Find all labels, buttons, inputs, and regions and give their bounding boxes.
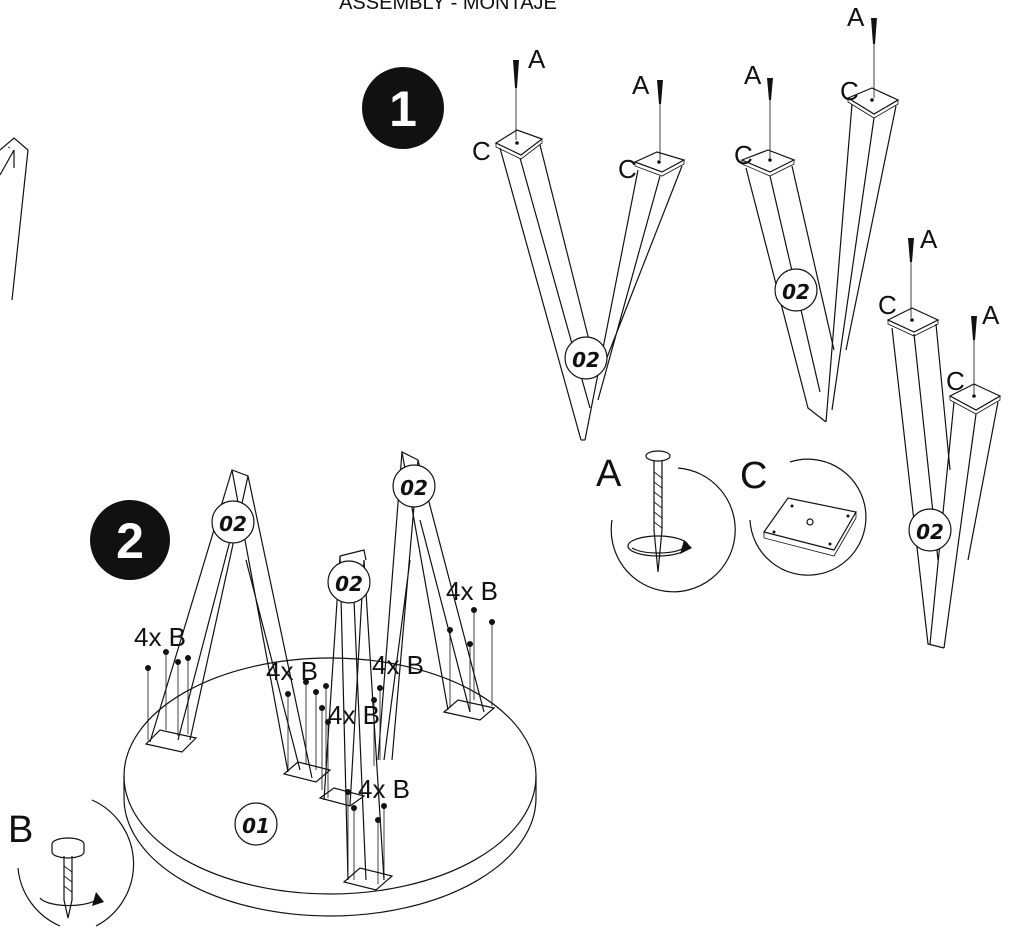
qty-label-b-1: 4x B xyxy=(134,622,186,652)
part-label-02-e: 02 xyxy=(392,464,436,508)
label-c-2: C xyxy=(618,154,637,184)
svg-text:02: 02 xyxy=(916,520,944,544)
label-c-6: C xyxy=(946,366,965,396)
part-label-02-b: 02 xyxy=(774,268,818,312)
qty-label-b-3: 4x B xyxy=(372,650,424,680)
detail-label-c: C xyxy=(740,455,767,497)
svg-text:02: 02 xyxy=(219,512,247,536)
leg-v-middle xyxy=(740,18,900,423)
detail-plate-c xyxy=(749,458,867,576)
label-c-1: C xyxy=(472,136,491,166)
qty-label-b-2: 4x B xyxy=(266,656,318,686)
qty-label-b-4: 4x B xyxy=(328,700,380,730)
qty-label-b-6: 4x B xyxy=(358,774,410,804)
label-c-4: C xyxy=(840,76,859,106)
detail-screw-b xyxy=(17,799,135,927)
svg-text:02: 02 xyxy=(400,476,428,500)
label-a-2: A xyxy=(632,70,650,100)
screws-b xyxy=(145,607,495,884)
leg-v-left xyxy=(494,60,686,441)
label-a-5: A xyxy=(920,224,938,254)
part-label-02-c: 02 xyxy=(908,508,952,552)
step-1-badge: 1 xyxy=(362,67,444,149)
label-a-6: A xyxy=(982,300,1000,330)
svg-text:02: 02 xyxy=(572,348,600,372)
label-a-1: A xyxy=(528,44,546,74)
part-label-01: 01 xyxy=(234,802,278,846)
part-label-02-d: 02 xyxy=(211,500,255,544)
part-label-02-f: 02 xyxy=(327,560,371,604)
label-c-3: C xyxy=(734,140,753,170)
detail-label-a: A xyxy=(596,453,622,495)
assembled-leg-right xyxy=(377,450,496,761)
label-c-5: C xyxy=(878,290,897,320)
label-a-3: A xyxy=(744,60,762,90)
step-1-number: 1 xyxy=(389,81,417,137)
svg-text:02: 02 xyxy=(335,572,363,596)
part-label-02-a: 02 xyxy=(564,336,608,380)
detail-screw-a xyxy=(610,450,736,593)
partial-leg-left-edge xyxy=(0,137,29,301)
qty-label-b-5: 4x B xyxy=(446,576,498,606)
page-title: ASSEMBLY - MONTAJE xyxy=(339,0,557,14)
assembled-leg-left xyxy=(144,469,332,783)
svg-text:01: 01 xyxy=(242,814,270,838)
detail-label-b: B xyxy=(8,809,33,851)
tabletop-01 xyxy=(123,657,537,917)
step-2-badge: 2 xyxy=(90,500,170,580)
svg-text:02: 02 xyxy=(782,280,810,304)
label-a-4: A xyxy=(847,2,865,32)
step-2-number: 2 xyxy=(116,513,144,569)
